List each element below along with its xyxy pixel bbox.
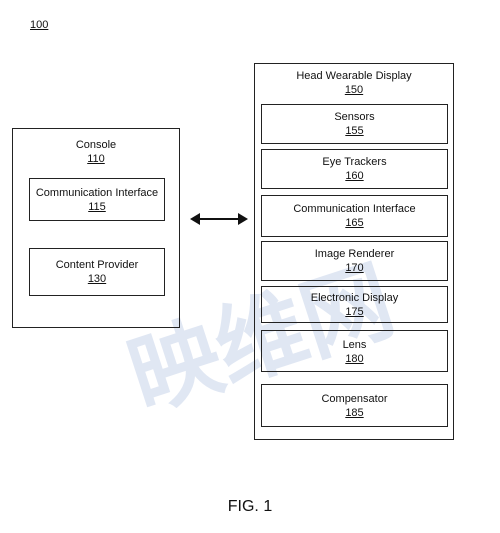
figure-caption: FIG. 1 (227, 498, 273, 515)
component-ref: 175 (345, 306, 364, 318)
component-ref: 165 (345, 217, 364, 229)
figure-reference: 100 (30, 19, 49, 31)
console-content-provider: Content Provider 130 (29, 248, 165, 296)
component-ref: 170 (345, 262, 364, 274)
console-ref: 110 (87, 153, 105, 165)
component-label: Lens (342, 339, 367, 351)
component-label: Eye Trackers (322, 156, 387, 168)
hwd-lens: Lens 180 (261, 330, 448, 372)
component-label: Image Renderer (314, 248, 395, 260)
console-box: Console 110 Communication Interface 115 … (12, 128, 180, 328)
head-wearable-display-box: Head Wearable Display 150 Sensors 155 Ey… (254, 63, 454, 440)
hwd-sensors: Sensors 155 (261, 104, 448, 144)
component-ref: 160 (345, 170, 364, 182)
component-ref: 130 (87, 273, 107, 285)
component-label: Sensors (334, 111, 375, 123)
component-ref: 115 (88, 201, 106, 213)
hwd-communication-interface: Communication Interface 165 (261, 195, 448, 237)
component-ref: 180 (345, 353, 364, 365)
hwd-eye-trackers: Eye Trackers 160 (261, 149, 448, 189)
component-label: Communication Interface (35, 187, 159, 199)
hwd-electronic-display: Electronic Display 175 (261, 286, 448, 323)
component-label: Content Provider (55, 259, 139, 271)
component-ref: 155 (345, 125, 364, 137)
console-communication-interface: Communication Interface 115 (29, 178, 165, 221)
hwd-compensator: Compensator 185 (261, 384, 448, 427)
component-label: Electronic Display (310, 292, 399, 304)
component-label: Compensator (321, 393, 388, 405)
hwd-title: Head Wearable Display (296, 70, 412, 82)
console-title: Console (75, 139, 117, 151)
component-ref: 185 (345, 407, 364, 419)
hwd-image-renderer: Image Renderer 170 (261, 241, 448, 281)
bidirectional-arrow (190, 213, 248, 225)
component-label: Communication Interface (293, 203, 416, 215)
hwd-ref: 150 (344, 84, 364, 96)
